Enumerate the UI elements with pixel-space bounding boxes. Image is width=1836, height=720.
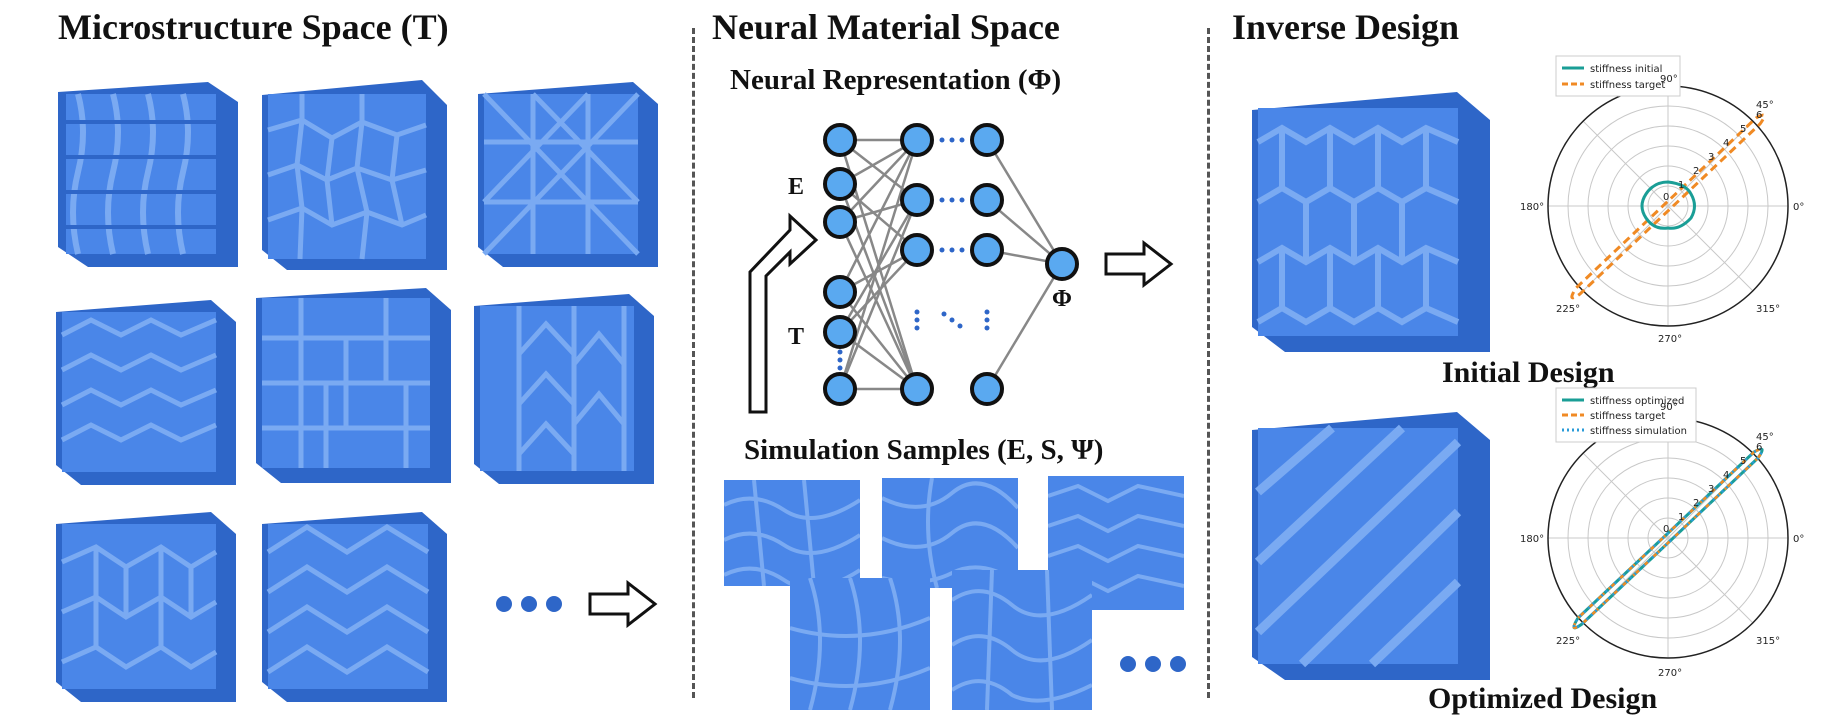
radial-label: 5 <box>1740 456 1746 467</box>
microstructure-tile-zigzag <box>56 300 236 485</box>
microstructure-tile-star-lattice <box>56 512 236 702</box>
angle-label: 90° <box>1660 74 1678 85</box>
simulation-sample-2 <box>882 478 1018 588</box>
target-curve <box>1570 113 1766 300</box>
radial-label: 2 <box>1693 498 1699 509</box>
radial-label: 1 <box>1678 512 1684 523</box>
angle-label: 270° <box>1658 668 1682 679</box>
microstructure-tile-diagonal-grid <box>478 82 658 267</box>
microstructure-tile-chevron <box>474 294 654 484</box>
angle-label: 180° <box>1520 534 1544 545</box>
radial-label: 3 <box>1708 152 1714 163</box>
output-label-phi: Φ <box>1052 286 1072 312</box>
legend-label: stiffness initial <box>1590 64 1662 75</box>
optimized-design-slanted <box>1252 412 1490 680</box>
neural-network-diagram <box>748 123 1079 414</box>
simulation-sample-4 <box>790 578 930 710</box>
legend-label: stiffness target <box>1590 80 1665 91</box>
simulation-curve <box>1572 447 1764 630</box>
angle-label: 225° <box>1556 304 1580 315</box>
right-arrow-icon <box>588 580 658 628</box>
optimized-design-caption: Optimized Design <box>1428 682 1658 715</box>
initial-design-caption: Initial Design <box>1442 356 1615 389</box>
angle-label: 45° <box>1756 432 1774 443</box>
initial-design-honeycomb <box>1252 92 1490 352</box>
radial-label: 5 <box>1740 124 1746 135</box>
dots-ellipsis-icon <box>496 596 562 612</box>
microstructure-tile-rectangular-maze <box>256 288 451 483</box>
neural-material-space-title: Neural Material Space <box>712 7 1060 47</box>
input-label-t: T <box>788 324 805 350</box>
radial-label: 6 <box>1756 110 1762 121</box>
legend-label: stiffness optimized <box>1590 396 1684 407</box>
radial-label: 1 <box>1678 180 1684 191</box>
microstructure-tile-voronoi <box>262 80 447 270</box>
microstructure-tile-wavy-columns <box>58 82 238 267</box>
angle-label: 270° <box>1658 334 1682 345</box>
angle-label: 0° <box>1793 202 1804 213</box>
section-divider-left <box>692 28 695 698</box>
dots-ellipsis-icon <box>1120 656 1186 672</box>
radial-label: 0 <box>1663 524 1669 535</box>
simulation-samples-title: Simulation Samples (E, S, Ψ) <box>744 434 1104 466</box>
angle-label: 45° <box>1756 100 1774 111</box>
right-arrow-icon <box>1104 240 1174 288</box>
polar-plot-optimized: stiffness optimized stiffness target sti… <box>1520 387 1804 679</box>
initial-curve <box>1640 180 1696 230</box>
angle-label: 315° <box>1756 636 1780 647</box>
legend-label: stiffness simulation <box>1590 426 1687 437</box>
section-divider-right <box>1207 28 1210 698</box>
simulation-sample-5 <box>952 570 1092 710</box>
neural-representation-title: Neural Representation (Φ) <box>730 64 1062 96</box>
radial-label: 0 <box>1663 192 1669 203</box>
angle-label: 0° <box>1793 534 1804 545</box>
legend-label: stiffness target <box>1590 411 1665 422</box>
input-label-e: E <box>788 174 805 200</box>
radial-label: 4 <box>1723 138 1729 149</box>
microstructure-space-title: Microstructure Space (T) <box>58 7 449 47</box>
inverse-design-title: Inverse Design <box>1232 7 1459 47</box>
radial-label: 6 <box>1756 442 1762 453</box>
angle-label: 90° <box>1660 402 1678 413</box>
radial-label: 2 <box>1693 166 1699 177</box>
radial-label: 4 <box>1723 470 1729 481</box>
angle-label: 315° <box>1756 304 1780 315</box>
polar-plot-initial: stiffness initial stiffness target 90° 4… <box>1520 55 1804 345</box>
simulation-sample-1 <box>724 480 860 586</box>
radial-label: 3 <box>1708 484 1714 495</box>
angle-label: 225° <box>1556 636 1580 647</box>
microstructure-tile-diamond <box>262 512 447 702</box>
angle-label: 180° <box>1520 202 1544 213</box>
